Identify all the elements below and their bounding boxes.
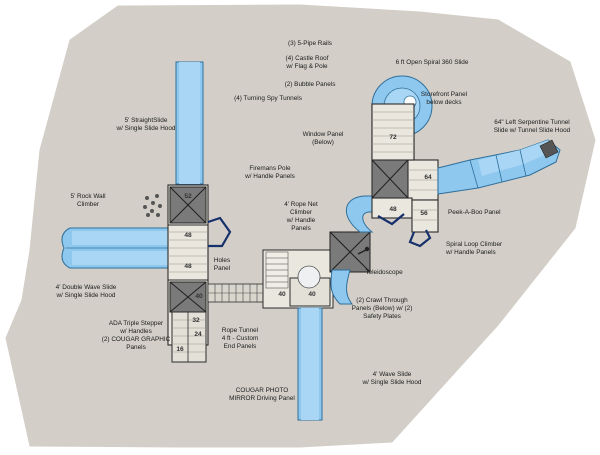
label-wave-slide-1: 4' Wave Slide xyxy=(373,371,412,378)
label-rope-tunnel-2: 4 ft - Custom xyxy=(222,335,259,342)
crawl-tube-lower xyxy=(330,269,354,305)
label-castle-roof-1: (4) Castle Roof xyxy=(286,55,329,62)
label-ada-2: w/ Handles xyxy=(119,328,152,335)
label-straight-slide-1: 5' StraightSlide xyxy=(125,117,168,124)
deck-numbers: 72 64 48 56 52 48 48 40 40 40 32 24 16 xyxy=(176,134,432,353)
spiral-slide xyxy=(371,75,433,161)
deck-number-24: 24 xyxy=(194,331,202,338)
label-rope-net-1: 4' Rope Net xyxy=(284,201,318,208)
label-holes-panel-1: Holes xyxy=(214,257,230,264)
label-spiral-slide: 6 ft Open Spiral 360 Slide xyxy=(396,59,469,66)
label-window-panel-1: Window Panel xyxy=(303,131,344,138)
deck-number-40-left: 40 xyxy=(195,293,203,300)
deck-number-40-right: 40 xyxy=(308,291,316,298)
label-spy-tunnels: (4) Turning Spy Tunnels xyxy=(234,95,302,102)
deck-number-40-mid: 40 xyxy=(278,291,286,298)
serpentine-tunnel-slide xyxy=(437,139,561,195)
deck-number-16: 16 xyxy=(176,346,184,353)
label-double-wave-2: w/ Single Slide Hood xyxy=(56,292,116,299)
label-photo-1: COUGAR PHOTO xyxy=(236,387,288,394)
label-castle-roof-2: w/ Flag & Pole xyxy=(285,63,328,70)
label-ada-1: ADA Triple Stepper xyxy=(109,320,164,327)
deck-number-48-lower: 48 xyxy=(184,263,192,270)
deck-number-72: 72 xyxy=(389,134,397,141)
label-spiral-loop-2: w/ Handle Panels xyxy=(445,249,496,256)
label-storefront-2: below decks xyxy=(426,99,461,106)
label-photo-2: MIRROR Driving Panel xyxy=(229,395,295,402)
deck-number-64: 64 xyxy=(424,174,432,181)
label-holes-panel-2: Panel xyxy=(214,265,230,272)
label-straight-slide-2: w/ Single Slide Hood xyxy=(116,125,176,132)
label-rock-wall-1: 5' Rock Wall xyxy=(70,193,105,200)
label-spiral-loop-1: Spiral Loop Climber xyxy=(446,241,503,248)
label-firemans-pole-1: Firemans Pole xyxy=(249,165,291,172)
label-rope-net-3: w/ Handle xyxy=(286,217,316,224)
label-rope-net-4: Panels xyxy=(291,225,311,232)
label-teleidoscope: Teleidoscope xyxy=(365,269,403,276)
label-crawl-2: Panels (Below) w/ (2) xyxy=(352,305,413,312)
label-wave-slide-2: w/ Single Slide Hood xyxy=(362,379,422,386)
rope-tunnel xyxy=(207,283,271,303)
deck-number-48-upper: 48 xyxy=(184,232,192,239)
rock-wall-holds xyxy=(143,194,162,217)
peekaboo-panel xyxy=(377,213,405,226)
label-rope-net-2: Climber xyxy=(290,209,313,216)
label-rope-tunnel-3: End Panels xyxy=(224,343,257,350)
straight-slide xyxy=(175,61,204,185)
label-rope-tunnel-1: Rope Tunnel xyxy=(222,327,258,334)
deck-number-32: 32 xyxy=(192,317,200,324)
callout-labels: (3) 5-Pipe Rails (4) Castle Roof w/ Flag… xyxy=(56,40,571,402)
deck-number-52: 52 xyxy=(184,193,192,200)
safety-surface xyxy=(5,4,596,448)
label-peekaboo: Peek-A-Boo Panel xyxy=(448,209,501,216)
label-serpentine-2: Slide w/ Tunnel Slide Hood xyxy=(494,127,571,134)
deck-number-48-right: 48 xyxy=(389,206,397,213)
double-wave-slide xyxy=(61,227,169,269)
label-serpentine-1: 64" Left Serpentine Tunnel xyxy=(494,119,569,126)
wave-slide xyxy=(297,307,323,421)
label-rock-wall-2: Climber xyxy=(77,201,100,208)
rope-net-deck xyxy=(329,231,371,273)
firemans-pole-panel xyxy=(207,216,232,248)
teleidoscope xyxy=(357,246,370,255)
label-crawl-1: (2) Crawl Through xyxy=(356,297,408,304)
label-ada-3: (2) COUGAR GRAPHIC xyxy=(102,336,171,343)
label-storefront-1: Storefront Panel xyxy=(421,91,467,98)
label-crawl-3: Safety Plates xyxy=(363,313,401,320)
spiral-loop-climber xyxy=(408,229,432,248)
label-firemans-pole-2: w/ Handle Panels xyxy=(244,173,295,180)
deck-number-56: 56 xyxy=(420,210,428,217)
ada-triple-stepper xyxy=(171,311,207,363)
label-ada-4: Panels xyxy=(126,344,146,351)
label-window-panel-2: (Below) xyxy=(312,139,334,146)
label-bubble-panels: (2) Bubble Panels xyxy=(285,81,336,88)
label-pipe-rails: (3) 5-Pipe Rails xyxy=(288,40,332,47)
label-double-wave-1: 4' Double Wave Slide xyxy=(56,284,117,291)
middle-deck xyxy=(262,249,334,309)
